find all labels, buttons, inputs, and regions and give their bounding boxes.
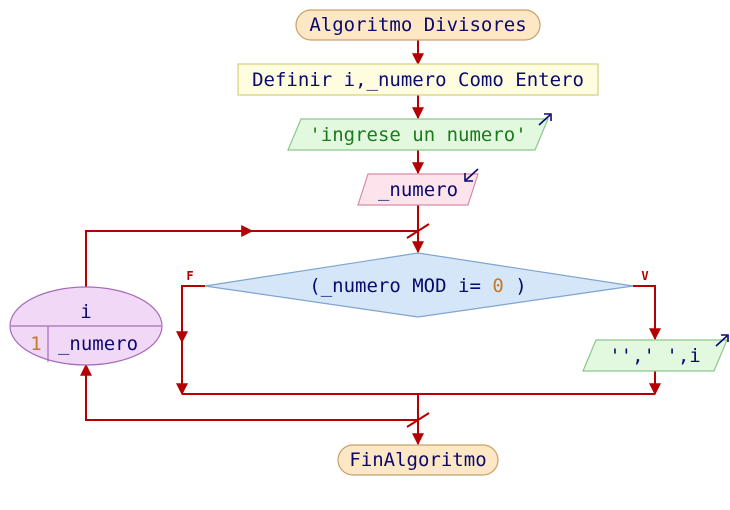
input-arrow-icon (464, 168, 479, 182)
decision-open: (_numero (309, 275, 412, 297)
decision-mid: i= (458, 275, 481, 297)
input-node: _numero (357, 168, 479, 206)
true-label: V (641, 269, 648, 283)
define-node: Definir i,_numero Como Entero (237, 63, 599, 96)
loop-node: i 1 _numero (9, 286, 163, 366)
true-branch-line (633, 285, 656, 339)
loop-join-tick (406, 223, 430, 239)
define-keyword: Definir (252, 69, 332, 91)
decision-close: ) (515, 275, 526, 297)
define-statement: Definir i,_numero Como Entero (252, 69, 584, 91)
output-arrow-icon (538, 113, 552, 126)
output-node-2: '',' ',i (582, 334, 729, 372)
decision-zero: 0 (492, 275, 503, 297)
output-node-1: 'ingrese un numero' (287, 113, 552, 151)
input-1-text: _numero (378, 179, 458, 201)
output-2-text: '',' ',i (609, 345, 701, 367)
loop-bottom-line (80, 363, 418, 421)
end-label: FinAlgoritmo (349, 449, 486, 471)
false-label: F (186, 269, 193, 283)
decision-condition: (_numero MOD i= 0 ) (309, 275, 526, 297)
output-arrow-icon (715, 334, 729, 347)
end-node: FinAlgoritmo (337, 444, 499, 476)
decision-node: (_numero MOD i= 0 ) F V (186, 252, 649, 318)
start-label: Algoritmo Divisores (309, 14, 526, 36)
loop-from: 1 (30, 333, 41, 355)
flow-connectors (80, 40, 661, 446)
output-1-text: 'ingrese un numero' (309, 124, 526, 146)
false-branch-line (181, 285, 205, 394)
define-vars: i,_numero (344, 69, 447, 91)
define-as-keyword: Como (458, 69, 504, 91)
decision-operator: MOD (412, 275, 446, 297)
loop-to: _numero (58, 333, 138, 355)
loop-variable: i (80, 301, 91, 323)
start-node: Algoritmo Divisores (295, 9, 541, 41)
loop-back-line (85, 230, 418, 287)
define-type: Entero (515, 69, 584, 91)
